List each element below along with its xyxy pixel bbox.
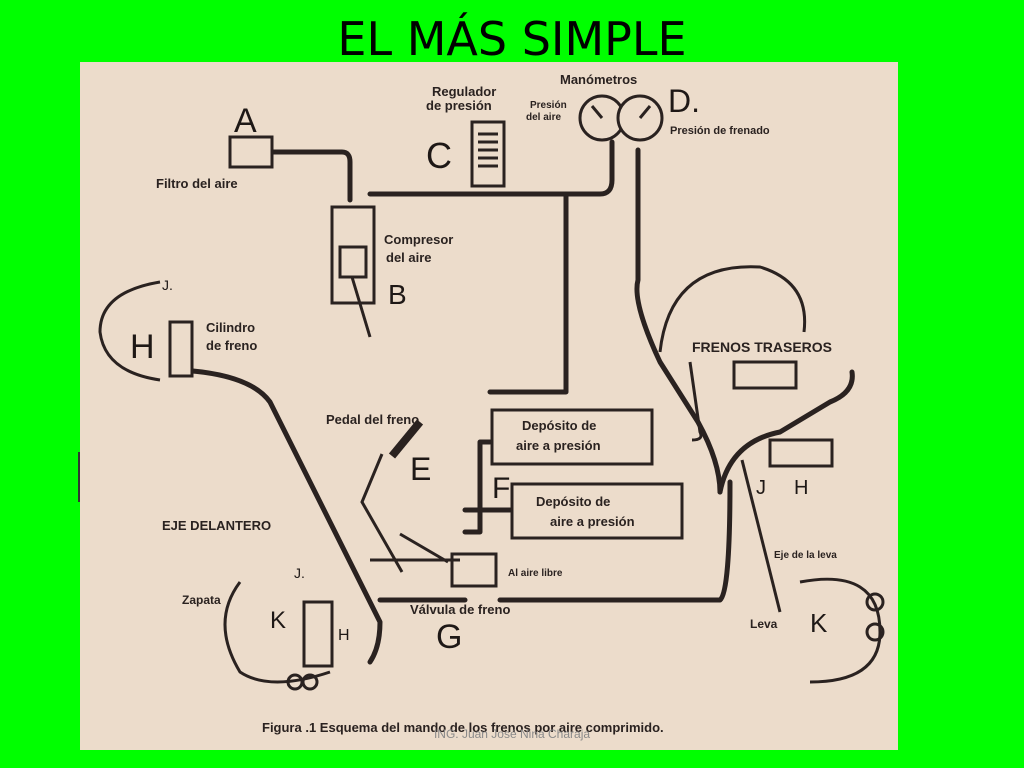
- pipe-filter-compressor: [267, 149, 353, 203]
- letter-h-rear: H: [794, 477, 808, 499]
- edge-marks: [78, 452, 81, 502]
- letter-j-front-top: J.: [162, 277, 173, 293]
- label-regulator-1: Regulador: [432, 84, 496, 99]
- label-air-pressure-2: del aire: [526, 112, 561, 123]
- pipe-regulator-tank: [487, 191, 569, 395]
- letter-c: C: [426, 135, 452, 176]
- air-tank-1: [490, 408, 654, 466]
- letter-a: A: [234, 102, 257, 140]
- brake-pedal-lever: [360, 453, 404, 573]
- rear-drum-top: [658, 265, 807, 353]
- label-tank1-2: aire a presión: [516, 438, 601, 453]
- label-rear-brakes: FRENOS TRASEROS: [692, 339, 832, 355]
- brake-valve: [450, 552, 498, 588]
- rear-cylinder-2: [768, 438, 834, 468]
- letter-g: G: [436, 618, 462, 656]
- pipe-compressor-regulator: [367, 139, 615, 197]
- front-brake-cylinder-bottom: [302, 600, 334, 668]
- letter-j-rear: J: [756, 477, 766, 499]
- pipe-to-front-cylinder: [462, 439, 493, 535]
- letter-j-front-bottom: J.: [294, 565, 305, 581]
- figure-caption: Figura .1 Esquema del mando de los freno…: [262, 720, 664, 735]
- author-credit: ING. Juan José Nina Charaja: [433, 727, 591, 741]
- label-shoe: Zapata: [182, 593, 221, 607]
- label-compressor-2: del aire: [386, 250, 432, 265]
- label-cam: Leva: [750, 617, 778, 631]
- letter-k-rear: K: [810, 608, 828, 638]
- rear-cylinder-1: [732, 360, 798, 390]
- compressor-body: [330, 205, 376, 305]
- label-air-filter: Filtro del aire: [156, 176, 238, 191]
- rear-lever: [688, 361, 703, 442]
- front-drum-top: [98, 280, 161, 382]
- label-cylinder-2: de freno: [206, 338, 257, 353]
- label-open-air: Al aire libre: [508, 568, 563, 579]
- pipe-front-line: [177, 367, 383, 665]
- letter-h-front-small: H: [338, 627, 350, 644]
- label-cylinder-1: Cilindro: [206, 320, 255, 335]
- rear-drum-bottom: [799, 577, 882, 684]
- label-gauges: Manómetros: [560, 72, 637, 87]
- rear-cam-shaft: [740, 459, 782, 613]
- pipe-rear-main: [497, 479, 733, 603]
- letter-d: D.: [668, 83, 700, 119]
- label-tank2-2: aire a presión: [550, 514, 635, 529]
- label-tank1-1: Depósito de: [522, 418, 596, 433]
- label-front-axle: EJE DELANTERO: [162, 518, 271, 533]
- brake-diagram: A C D. B H J. E F G J. K H J H K Filtro …: [80, 62, 898, 750]
- label-air-pressure-1: Presión: [530, 100, 567, 111]
- pipe-rear-to-brakes: [717, 369, 855, 495]
- label-compressor-1: Compresor: [384, 232, 453, 247]
- letter-k-front: K: [270, 607, 286, 634]
- letter-f: F: [492, 472, 510, 505]
- label-tank2-1: Depósito de: [536, 494, 610, 509]
- front-drum-bottom: [223, 581, 331, 684]
- air-filter-box: [228, 135, 274, 169]
- label-regulator-2: de presión: [426, 98, 492, 113]
- letter-h-front: H: [130, 328, 155, 366]
- pipe-gauge-rear: [634, 147, 723, 495]
- label-brake-pressure: Presión de frenado: [670, 125, 770, 137]
- air-tank-2: [510, 482, 684, 540]
- label-brake-valve: Válvula de freno: [410, 602, 510, 617]
- label-cam-shaft: Eje de la leva: [774, 550, 837, 561]
- front-brake-cylinder-top: [168, 320, 194, 378]
- letter-e: E: [410, 451, 431, 487]
- letter-b: B: [388, 279, 407, 310]
- label-brake-pedal: Pedal del freno: [326, 412, 419, 427]
- pressure-regulator: [470, 120, 506, 188]
- slide-title: EL MÁS SIMPLE: [337, 12, 687, 66]
